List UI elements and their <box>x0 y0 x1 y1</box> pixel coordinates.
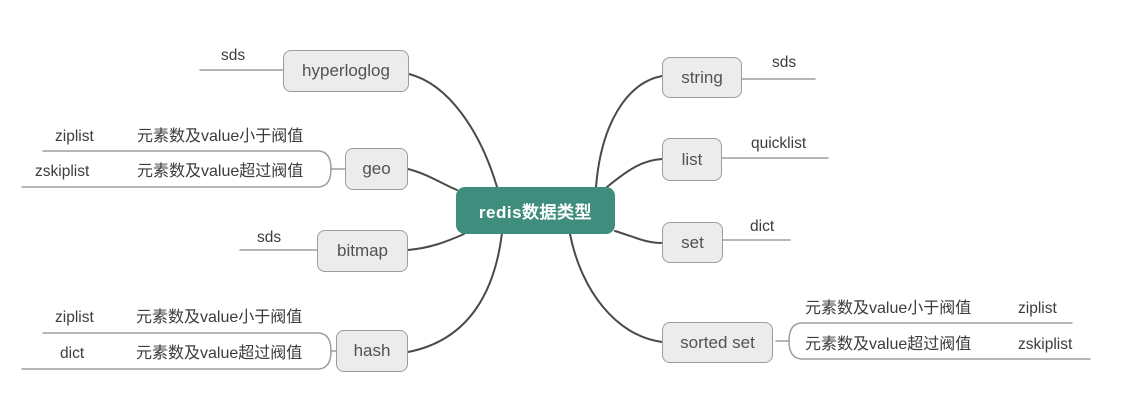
label-bitmap-sds[interactable]: sds <box>257 229 282 246</box>
label-string-sds[interactable]: sds <box>772 54 797 71</box>
label-geo-row2-zskiplist[interactable]: zskiplist <box>35 163 90 180</box>
branch-curve-list <box>606 158 663 188</box>
label-sorted-set-row1-condition[interactable]: 元素数及value小于阀值 <box>805 300 972 317</box>
center-node-redis[interactable]: redis数据类型 <box>456 187 615 234</box>
label-list-quicklist[interactable]: quicklist <box>751 135 807 152</box>
branch-curve-hyperloglog <box>408 73 498 188</box>
label-geo-row2-condition[interactable]: 元素数及value超过阀值 <box>137 163 304 180</box>
label-hash-row2-condition[interactable]: 元素数及value超过阀值 <box>136 345 303 362</box>
sorted-set-fork-bottom <box>788 340 1091 360</box>
node-list[interactable]: list <box>662 138 722 181</box>
label-sorted-set-row2-condition[interactable]: 元素数及value超过阀值 <box>805 336 972 353</box>
label-geo-row1-ziplist[interactable]: ziplist <box>55 128 94 145</box>
branch-curve-string <box>595 75 663 188</box>
label-geo-row1-condition[interactable]: 元素数及value小于阀值 <box>137 128 304 145</box>
hash-fork-bottom <box>21 350 332 370</box>
label-hash-row1-condition[interactable]: 元素数及value小于阀值 <box>136 309 303 326</box>
label-hash-row1-ziplist[interactable]: ziplist <box>55 309 94 326</box>
label-sorted-set-row2-zskiplist[interactable]: zskiplist <box>1018 336 1073 353</box>
geo-fork-bottom <box>21 168 332 188</box>
label-hash-row2-dict[interactable]: dict <box>60 345 85 362</box>
branch-curve-geo <box>407 168 458 191</box>
label-set-dict[interactable]: dict <box>750 218 775 235</box>
branch-curve-sorted-set <box>569 233 663 343</box>
node-geo[interactable]: geo <box>345 148 408 190</box>
node-bitmap[interactable]: bitmap <box>317 230 408 272</box>
node-string[interactable]: string <box>662 57 742 98</box>
label-sorted-set-row1-ziplist[interactable]: ziplist <box>1018 300 1057 317</box>
branch-curve-hash <box>407 232 503 353</box>
label-hyperloglog-sds[interactable]: sds <box>221 47 246 64</box>
node-hyperloglog[interactable]: hyperloglog <box>283 50 409 92</box>
geo-fork-top <box>42 150 332 170</box>
node-hash[interactable]: hash <box>336 330 408 372</box>
branch-curve-bitmap <box>407 233 465 251</box>
node-sorted-set[interactable]: sorted set <box>662 322 773 363</box>
hash-fork-top <box>42 332 332 352</box>
sorted-set-fork-top <box>788 322 1073 342</box>
branch-curve-set <box>614 230 663 244</box>
node-set[interactable]: set <box>662 222 723 263</box>
